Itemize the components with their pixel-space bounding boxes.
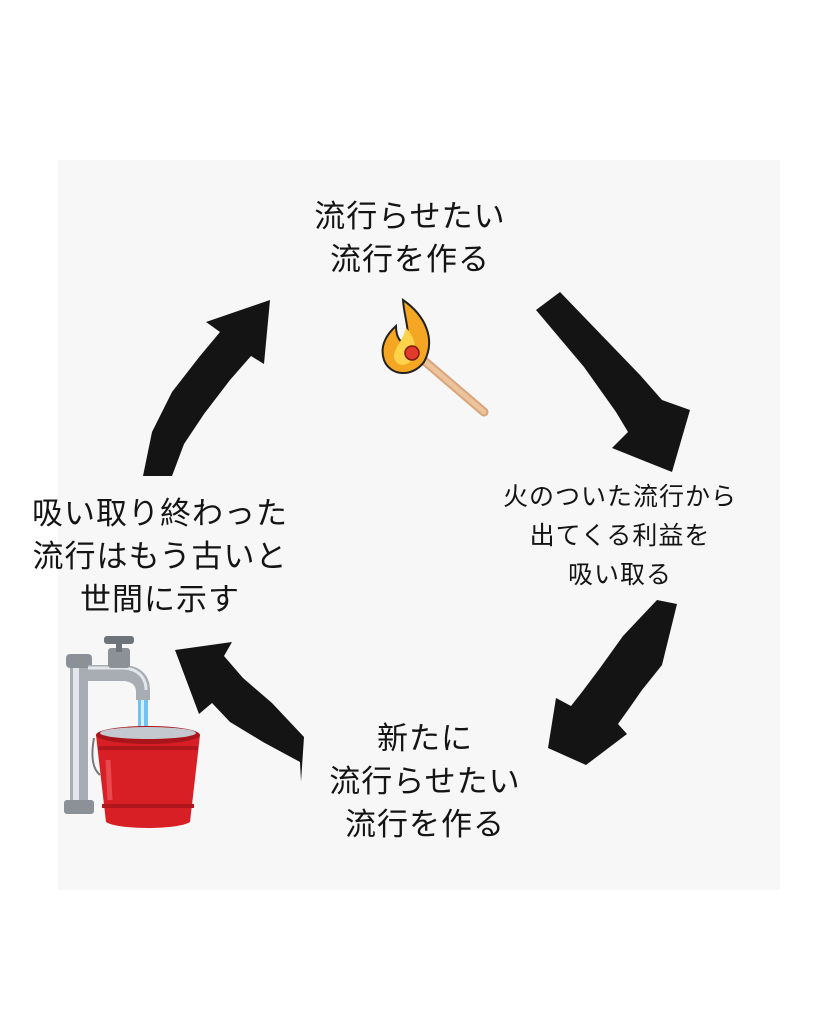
burning-match-icon bbox=[381, 297, 489, 417]
arrow-left-to-top bbox=[143, 300, 270, 476]
node-top-line-2: 流行を作る bbox=[330, 241, 490, 278]
node-bottom-line-3: 流行を作る bbox=[345, 806, 505, 843]
arrow-bottom-to-left bbox=[175, 642, 304, 782]
node-bottom-line-2: 流行らせたい bbox=[329, 763, 521, 800]
node-bottom-line-1: 新たに bbox=[377, 721, 473, 757]
node-left-line-1: 吸い取り終わった bbox=[32, 496, 288, 532]
arrow-right-to-bottom bbox=[548, 600, 677, 765]
node-top-label: 流行らせたい 流行を作る bbox=[255, 196, 565, 282]
node-right-line-3: 吸い取る bbox=[567, 559, 672, 589]
node-right-label: 火のついた流行から 出てくる利益を 吸い取る bbox=[470, 478, 770, 594]
faucet-bucket-icon bbox=[64, 636, 200, 828]
node-right-line-2: 出てくる利益を bbox=[529, 520, 711, 550]
node-right-line-1: 火のついた流行から bbox=[502, 482, 737, 511]
node-left-line-2: 流行はもう古いと bbox=[32, 538, 288, 575]
node-bottom-label: 新たに 流行らせたい 流行を作る bbox=[290, 718, 560, 846]
node-left-label: 吸い取り終わった 流行はもう古いと 世間に示す bbox=[10, 493, 310, 621]
node-top-line-1: 流行らせたい bbox=[314, 199, 506, 235]
arrow-top-to-right bbox=[536, 292, 690, 472]
node-left-line-3: 世間に示す bbox=[80, 581, 240, 618]
